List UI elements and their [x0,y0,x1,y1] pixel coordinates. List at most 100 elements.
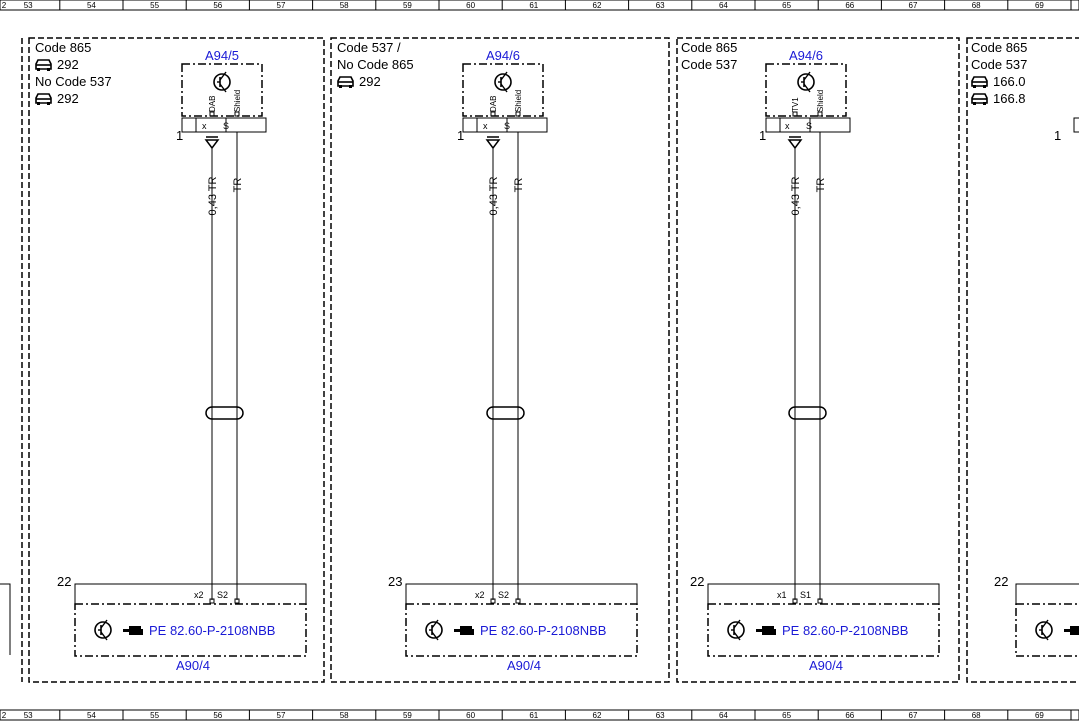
hand-shape [454,626,474,635]
connector-number: 1 [176,128,183,143]
partial-connector [0,583,11,655]
pin-stub [209,598,215,604]
pin-stub [817,598,823,604]
grid-number: 60 [466,711,475,720]
section-frame [966,37,1079,683]
grid-number: 54 [87,1,96,10]
pin-stub [490,111,496,117]
car-wheel [349,85,352,88]
car-body [337,76,354,87]
connector-bar [462,117,548,133]
pin-stub [817,111,823,117]
symbol-line [1041,619,1049,629]
grid-number: 65 [782,711,791,720]
component-code-label: A90/4 [507,658,541,673]
connector-bar [1073,117,1079,133]
symbol-line [431,631,439,641]
grid-number: 60 [466,1,475,10]
connector-number: 22 [690,574,704,589]
twisted-pair-marker [788,406,827,420]
component-code-label: A94/5 [205,48,239,63]
car-wheel [47,102,50,105]
antenna-icon [727,619,745,641]
car-icon [35,59,52,71]
code-condition-label: Code 537 [681,57,737,72]
pin-label: S2 [498,590,509,600]
hand-shape [123,626,143,635]
code-condition-label: Code 537 / [337,40,401,55]
pin-label: x2 [475,590,485,600]
code-condition-label: Code 865 [971,40,1027,55]
wire-label: 0,43 TR [790,176,802,215]
pin-letter: S [223,121,229,131]
grid-number: 2 [2,1,7,10]
grid-number: 63 [656,711,665,720]
symbol-line [219,83,227,93]
module-box [181,63,263,117]
pin-letter: x [202,121,207,131]
model-code-label: 166.0 [993,74,1026,89]
pin-label: Shield [816,90,825,112]
symbol-circle [1035,621,1053,639]
pointer-hand-icon [756,626,776,635]
code-condition-label: Code 865 [681,40,737,55]
grid-number: 65 [782,1,791,10]
symbol-line [500,71,508,81]
ground-symbol [485,139,501,150]
car-icon [971,76,988,88]
connector-number: 22 [57,574,71,589]
connector-number: 1 [1054,128,1061,143]
grid-number: 62 [593,711,602,720]
symbol-circle [94,621,112,639]
grid-number: 63 [656,1,665,10]
bottom-connector-line [74,583,307,604]
symbol-line [803,71,811,81]
ground-symbol [204,139,220,150]
module-box [405,603,638,657]
pin-label: Shield [233,90,242,112]
grid-number: 53 [24,711,33,720]
grid-number: 68 [972,1,981,10]
pin-label: TV1 [791,97,800,112]
grid-number: 55 [150,711,159,720]
connector-number: 23 [388,574,402,589]
reference-link: PE 82.60-P-2108NBB [782,623,908,638]
grid-number: 2 [2,711,7,720]
pin-label: Shield [514,90,523,112]
symbol-circle [213,73,231,91]
antenna-icon [797,71,815,93]
pin-letter: S [504,121,510,131]
car-wheel [37,68,40,71]
symbol-circle [425,621,443,639]
wire-label: 0,43 TR [488,176,500,215]
symbol-circle [494,73,512,91]
grid-number: 57 [277,1,286,10]
bottom-connector-line [1015,583,1079,604]
antenna-icon [425,619,443,641]
symbol-line [219,71,227,81]
car-wheel [983,85,986,88]
car-body [35,59,52,70]
car-wheel [973,85,976,88]
wire-label: TR [232,178,244,193]
car-wheel [37,102,40,105]
wire-label: 0,43 TR [207,176,219,215]
car-icon [337,76,354,88]
grid-number: 68 [972,711,981,720]
grid-number: 56 [213,711,222,720]
connector-number: 22 [994,574,1008,589]
symbol-line [100,619,108,629]
antenna-icon [94,619,112,641]
module-box [74,603,307,657]
module-box [765,63,847,117]
pin-stub [792,598,798,604]
bottom-connector-line [707,583,940,604]
symbol-line [100,631,108,641]
pin-stub [234,111,240,117]
